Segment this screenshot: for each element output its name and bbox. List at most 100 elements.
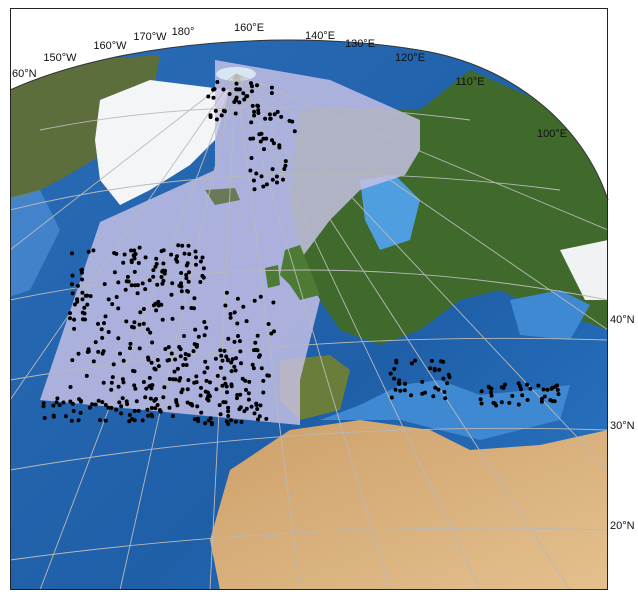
sample-point bbox=[221, 87, 226, 92]
sample-point bbox=[240, 376, 245, 381]
sample-point bbox=[143, 395, 148, 400]
sample-point bbox=[103, 314, 108, 319]
sample-point bbox=[549, 386, 554, 391]
sample-point bbox=[167, 358, 172, 362]
sample-point bbox=[83, 293, 88, 298]
sample-point bbox=[134, 399, 139, 404]
sample-point bbox=[178, 354, 183, 359]
label-60n: 60°N bbox=[12, 68, 37, 80]
sample-point bbox=[106, 297, 111, 302]
sample-point bbox=[79, 268, 84, 273]
globe-edge bbox=[9, 39, 609, 201]
sample-point bbox=[192, 417, 197, 422]
sample-point bbox=[227, 92, 232, 96]
sample-point bbox=[206, 94, 211, 99]
sample-point bbox=[215, 373, 220, 378]
label-120e: 120°E bbox=[394, 52, 426, 64]
sample-point bbox=[224, 419, 229, 424]
sample-point bbox=[226, 405, 231, 410]
sample-point bbox=[141, 380, 146, 384]
sample-point bbox=[173, 357, 178, 362]
sample-point bbox=[439, 359, 443, 364]
sample-point bbox=[123, 287, 128, 292]
sample-point bbox=[78, 410, 83, 415]
sample-point bbox=[224, 384, 229, 389]
sample-point bbox=[215, 80, 220, 84]
label-20n: 20°N bbox=[610, 520, 635, 532]
sample-point bbox=[110, 375, 115, 380]
sample-point bbox=[184, 273, 189, 277]
sample-point bbox=[141, 321, 146, 326]
sample-point bbox=[155, 282, 160, 287]
sample-point bbox=[275, 109, 280, 114]
sample-point bbox=[205, 365, 210, 370]
sample-point bbox=[129, 283, 134, 288]
sample-point bbox=[87, 405, 92, 410]
sample-point bbox=[270, 138, 274, 143]
sample-point bbox=[135, 283, 140, 288]
sample-point bbox=[129, 248, 134, 253]
sample-point bbox=[128, 341, 133, 346]
sample-point bbox=[234, 356, 238, 361]
sample-point bbox=[156, 299, 161, 304]
sample-point bbox=[203, 359, 208, 364]
sample-point bbox=[124, 399, 129, 404]
sample-point bbox=[264, 182, 269, 187]
sample-point bbox=[281, 177, 285, 182]
sample-point bbox=[152, 366, 157, 371]
sample-point bbox=[267, 112, 272, 117]
sample-point bbox=[154, 308, 159, 313]
sample-point bbox=[149, 412, 154, 417]
sample-point bbox=[103, 418, 108, 423]
mediterranean-sea bbox=[320, 380, 570, 440]
sample-point bbox=[268, 116, 273, 121]
sample-point bbox=[72, 302, 77, 307]
sample-point bbox=[420, 379, 425, 384]
sample-point bbox=[239, 361, 243, 366]
sample-point bbox=[146, 413, 151, 418]
sample-point bbox=[392, 376, 397, 381]
sample-point bbox=[174, 400, 179, 405]
sample-point bbox=[202, 320, 207, 324]
greenland bbox=[95, 80, 230, 205]
sample-point bbox=[192, 296, 197, 301]
sample-point bbox=[155, 403, 160, 407]
sample-point bbox=[229, 418, 234, 423]
sample-point bbox=[80, 290, 85, 295]
sample-point bbox=[201, 266, 206, 271]
sample-point bbox=[232, 364, 237, 369]
sample-point bbox=[68, 399, 73, 404]
sample-point bbox=[116, 336, 121, 341]
sample-point bbox=[175, 403, 180, 408]
sample-point bbox=[130, 324, 134, 329]
sample-point bbox=[75, 283, 80, 288]
sample-point bbox=[237, 100, 242, 105]
sample-point bbox=[124, 319, 129, 324]
sample-point bbox=[261, 184, 266, 189]
sample-point bbox=[169, 292, 174, 297]
sample-point bbox=[516, 402, 521, 407]
sample-point bbox=[153, 264, 158, 269]
sample-point bbox=[228, 315, 233, 320]
sample-point bbox=[102, 282, 107, 287]
sample-point bbox=[225, 358, 230, 363]
sample-point bbox=[76, 418, 81, 423]
sample-point bbox=[556, 392, 561, 397]
sample-point bbox=[61, 400, 66, 405]
sample-point bbox=[428, 366, 433, 371]
sample-point bbox=[143, 255, 148, 260]
sample-point bbox=[162, 385, 167, 390]
sample-point bbox=[57, 403, 62, 408]
sample-point bbox=[269, 85, 274, 90]
sample-point bbox=[282, 167, 287, 171]
sample-point bbox=[169, 252, 174, 257]
sample-point bbox=[229, 360, 234, 365]
sample-point bbox=[221, 108, 226, 113]
sample-point bbox=[110, 302, 115, 307]
sample-point bbox=[423, 390, 427, 395]
sample-point bbox=[250, 89, 254, 94]
sample-points bbox=[41, 80, 561, 427]
label-150w: 150°W bbox=[43, 52, 77, 64]
sample-point bbox=[283, 159, 288, 164]
sample-point bbox=[195, 404, 200, 409]
